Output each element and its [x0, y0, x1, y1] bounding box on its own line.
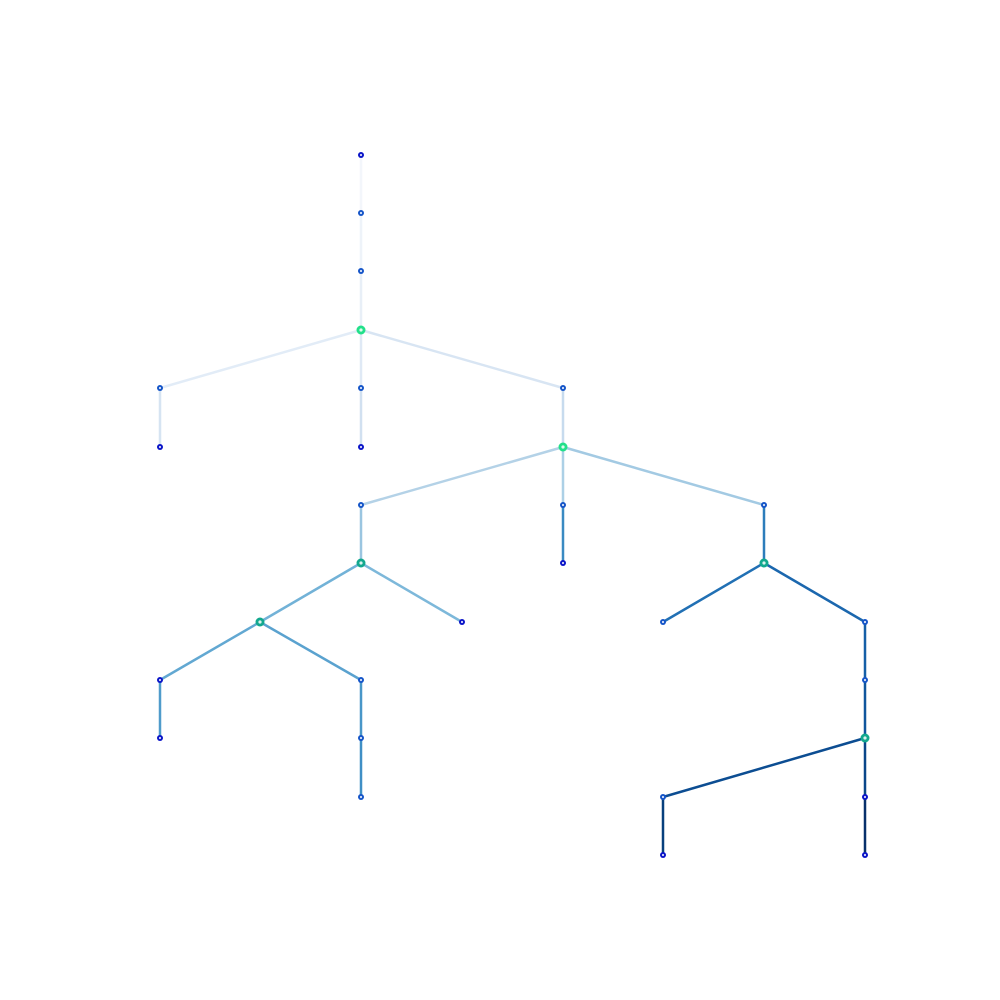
- node-glyph: [258, 620, 262, 624]
- tree-node: [660, 619, 666, 625]
- edge-layer: [158, 153, 867, 857]
- node-glyph: [863, 795, 867, 799]
- tree-node: [558, 442, 568, 452]
- node-glyph: [158, 678, 162, 682]
- tree-node: [358, 677, 364, 683]
- node-glyph: [359, 445, 363, 449]
- tree-edge: [561, 445, 766, 507]
- tree-node: [560, 385, 566, 391]
- tree-node: [358, 735, 364, 741]
- tree-node: [761, 502, 767, 508]
- node-glyph: [863, 620, 867, 624]
- tree-node: [358, 385, 364, 391]
- tree-node: [660, 794, 666, 800]
- tree-node: [860, 733, 870, 743]
- node-glyph: [460, 620, 464, 624]
- tree-node: [560, 502, 566, 508]
- node-glyph: [561, 386, 565, 390]
- node-glyph: [158, 445, 162, 449]
- node-glyph: [158, 386, 162, 390]
- tree-node: [358, 794, 364, 800]
- node-glyph: [863, 736, 867, 740]
- tree-node: [459, 619, 465, 625]
- tree-edge: [359, 561, 464, 624]
- node-glyph: [661, 853, 665, 857]
- tree-edge: [258, 561, 363, 624]
- node-glyph: [359, 678, 363, 682]
- tree-node: [862, 794, 868, 800]
- tree-edge: [661, 561, 766, 624]
- node-glyph: [359, 211, 363, 215]
- node-glyph: [863, 853, 867, 857]
- tree-node: [560, 560, 566, 566]
- tree-node: [157, 385, 163, 391]
- tree-node: [358, 268, 364, 274]
- node-glyph: [359, 561, 363, 565]
- tree-node: [862, 852, 868, 858]
- tree-node: [358, 152, 364, 158]
- node-glyph: [762, 561, 766, 565]
- node-glyph: [359, 795, 363, 799]
- node-glyph: [661, 620, 665, 624]
- tree-node: [157, 444, 163, 450]
- tree-node: [358, 210, 364, 216]
- tree-edge: [359, 445, 565, 507]
- node-glyph: [359, 328, 363, 332]
- node-glyph: [561, 561, 565, 565]
- tree-edge: [762, 561, 867, 624]
- node-glyph: [158, 736, 162, 740]
- tree-edge: [359, 328, 565, 390]
- tree-node: [157, 677, 163, 683]
- node-layer: [157, 152, 870, 858]
- tree-edge: [258, 620, 363, 682]
- node-glyph: [661, 795, 665, 799]
- node-glyph: [359, 736, 363, 740]
- tree-node: [356, 558, 366, 568]
- node-glyph: [359, 386, 363, 390]
- node-glyph: [762, 503, 766, 507]
- tree-node: [356, 325, 366, 335]
- node-glyph: [359, 269, 363, 273]
- tree-node: [759, 558, 769, 568]
- tree-node: [255, 617, 265, 627]
- tree-node: [157, 735, 163, 741]
- tree-node: [358, 502, 364, 508]
- tree-edge: [158, 620, 262, 682]
- tree-node: [862, 677, 868, 683]
- tree-node: [358, 444, 364, 450]
- tree-node: [660, 852, 666, 858]
- node-glyph: [359, 503, 363, 507]
- tree-edge: [661, 736, 867, 799]
- tree-edge: [158, 328, 363, 390]
- node-glyph: [863, 678, 867, 682]
- node-glyph: [561, 503, 565, 507]
- node-glyph: [561, 445, 565, 449]
- tree-node: [862, 619, 868, 625]
- node-glyph: [359, 153, 363, 157]
